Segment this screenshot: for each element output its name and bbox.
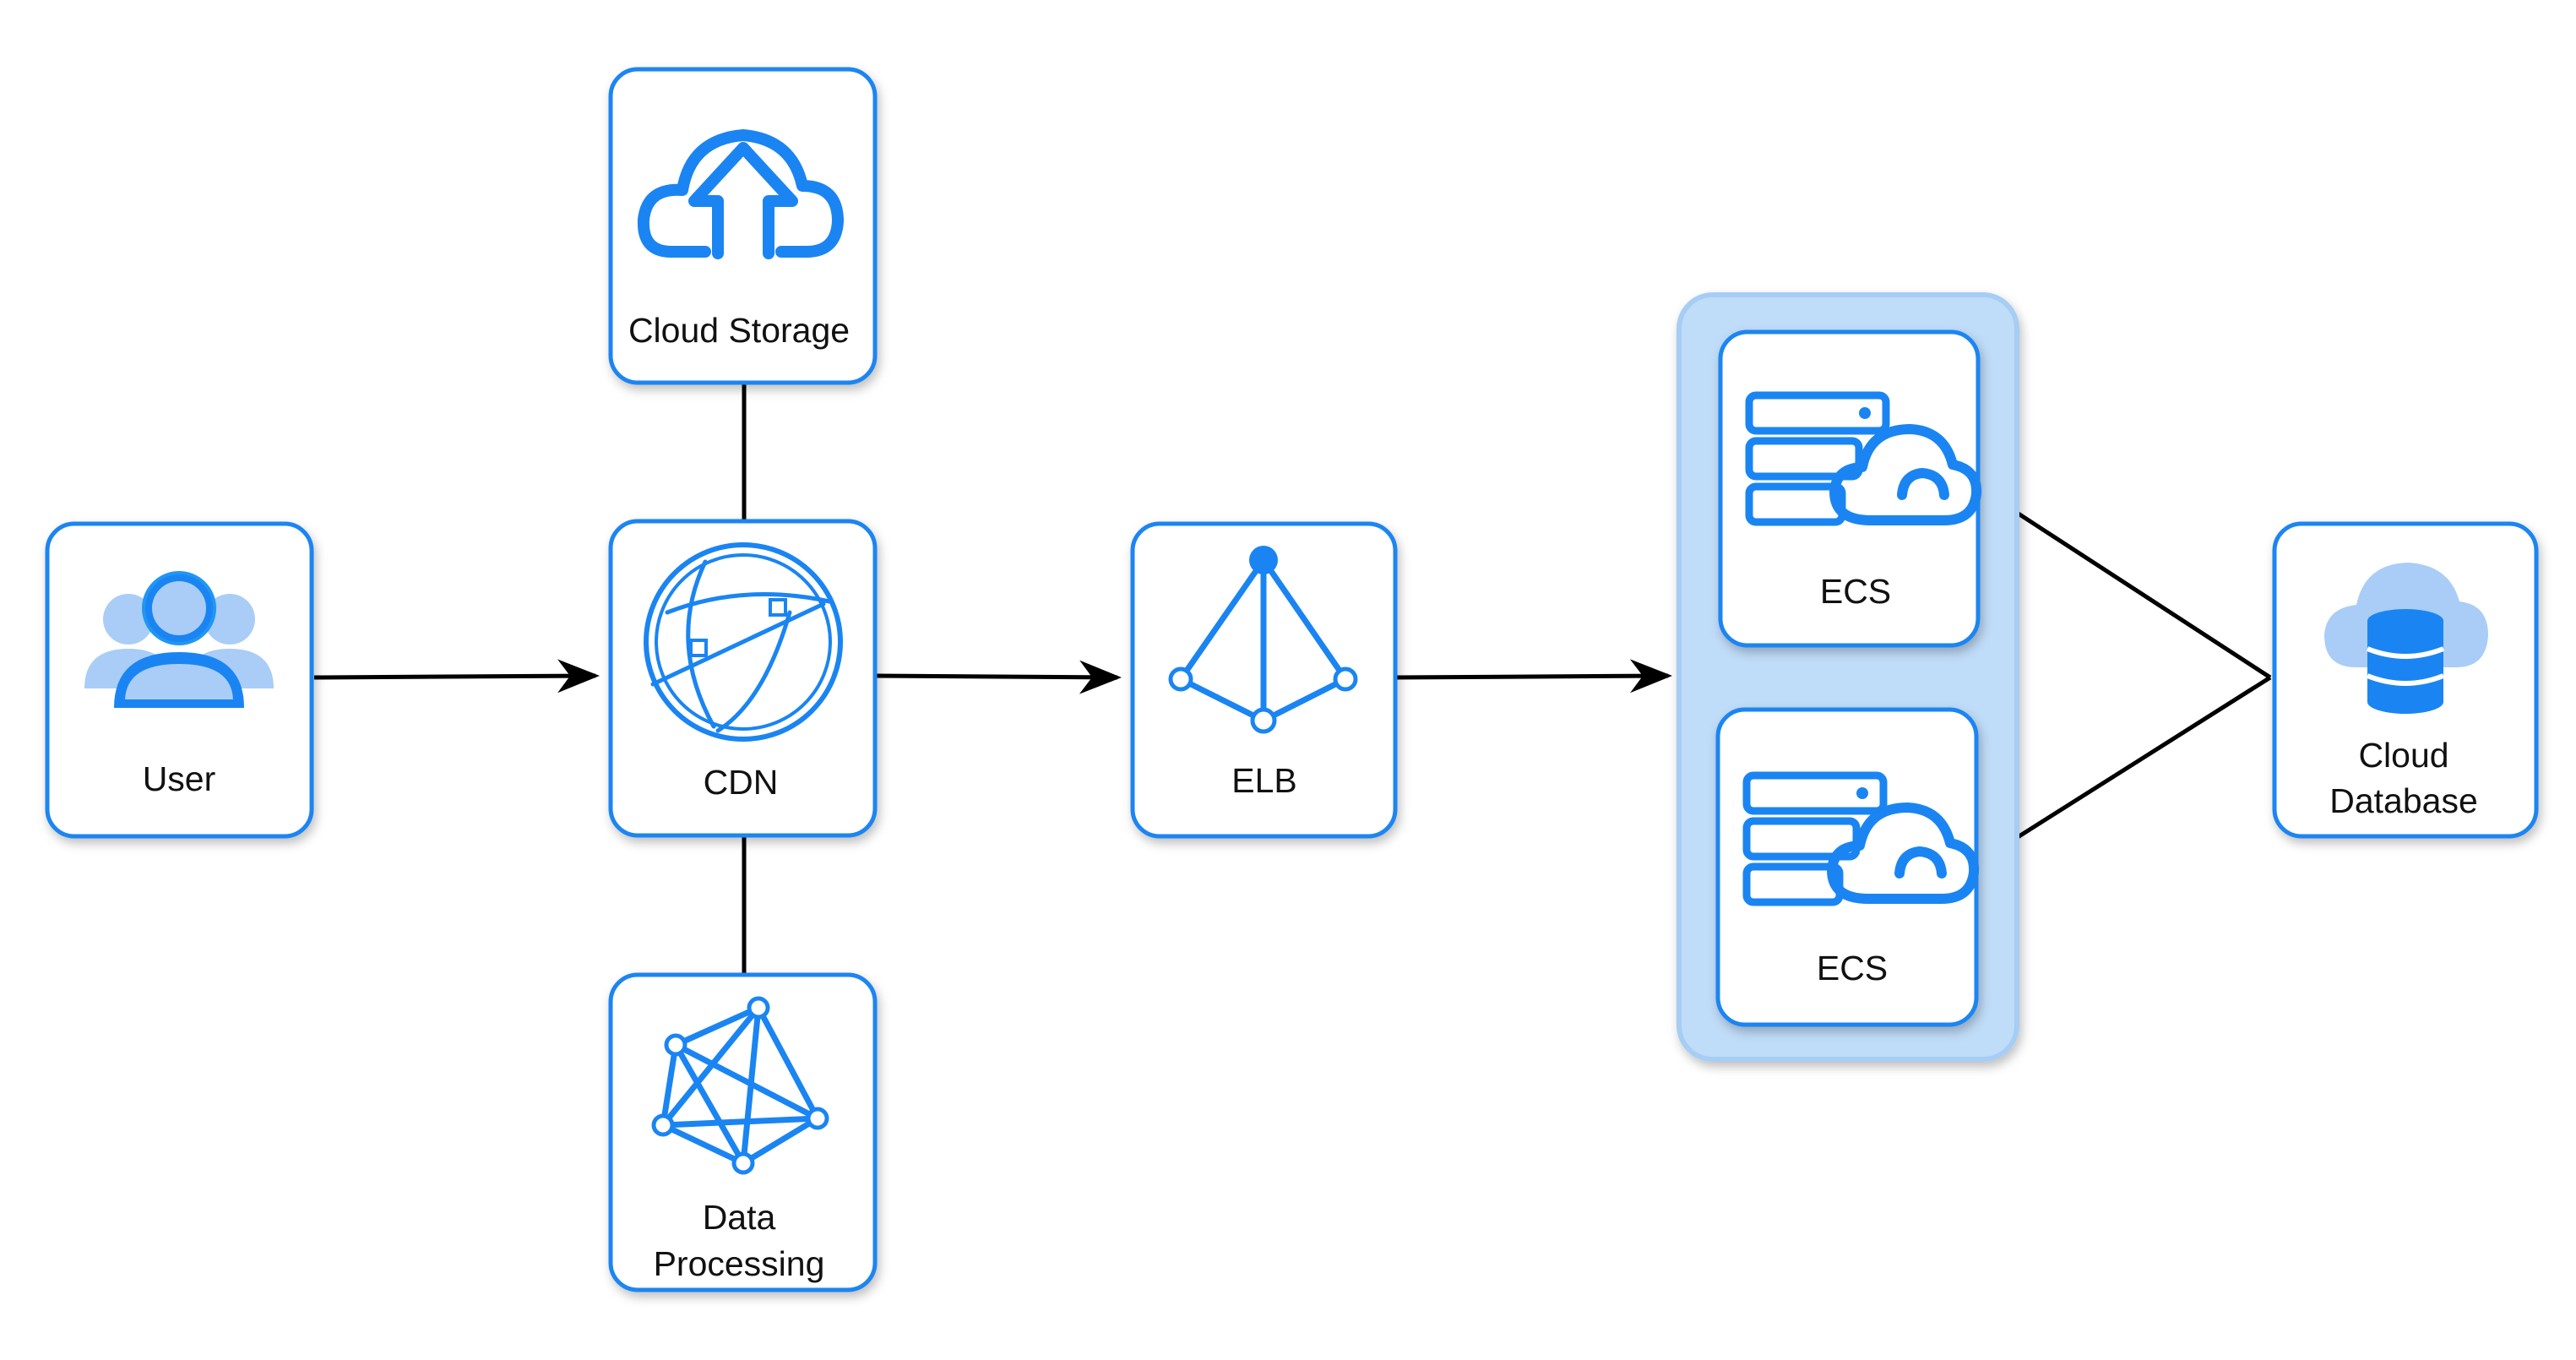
node-cloud-database[interactable]: Cloud Database [2272, 521, 2539, 839]
node-ecs-bottom[interactable]: ECS [1715, 707, 1980, 1027]
cloud-database-label-line2: Database [2329, 781, 2478, 820]
elb-label: ELB [1231, 761, 1297, 800]
ecs-bottom-label: ECS [1817, 949, 1888, 987]
cloud-storage-label: Cloud Storage [628, 311, 850, 350]
data-processing-label-line2: Processing [654, 1244, 825, 1283]
globe-network-icon [644, 542, 843, 742]
edge-elb-ecs-group [1394, 659, 1672, 694]
edge-user-cdn [313, 659, 600, 694]
data-processing-label-line1: Data [703, 1198, 776, 1237]
edge-ecs-top-cloud-database [1976, 485, 2272, 680]
node-user[interactable]: User [45, 521, 314, 839]
node-data-processing[interactable]: Data Processing [608, 972, 878, 1292]
edge-cdn-elb [874, 660, 1122, 694]
cloud-database-label-line1: Cloud [2358, 736, 2448, 775]
node-cloud-storage[interactable]: Cloud Storage [608, 67, 878, 385]
mesh-network-icon [651, 996, 829, 1175]
cloud-database-icon [2324, 563, 2488, 714]
server-cloud-icon [1742, 771, 1980, 906]
users-icon [84, 571, 274, 708]
node-elb[interactable]: ELB [1130, 521, 1398, 839]
node-ecs-top[interactable]: ECS [1718, 329, 1982, 648]
edges [313, 383, 2272, 975]
cdn-label: CDN [704, 763, 779, 802]
node-cdn[interactable]: CDN [608, 519, 878, 838]
load-balancer-icon [1168, 546, 1358, 734]
ecs-top-label: ECS [1820, 572, 1891, 611]
user-label: User [143, 759, 216, 798]
edge-ecs-bottom-cloud-database [1975, 675, 2272, 866]
server-cloud-icon [1745, 391, 1982, 526]
cloud-upload-icon [637, 129, 844, 259]
